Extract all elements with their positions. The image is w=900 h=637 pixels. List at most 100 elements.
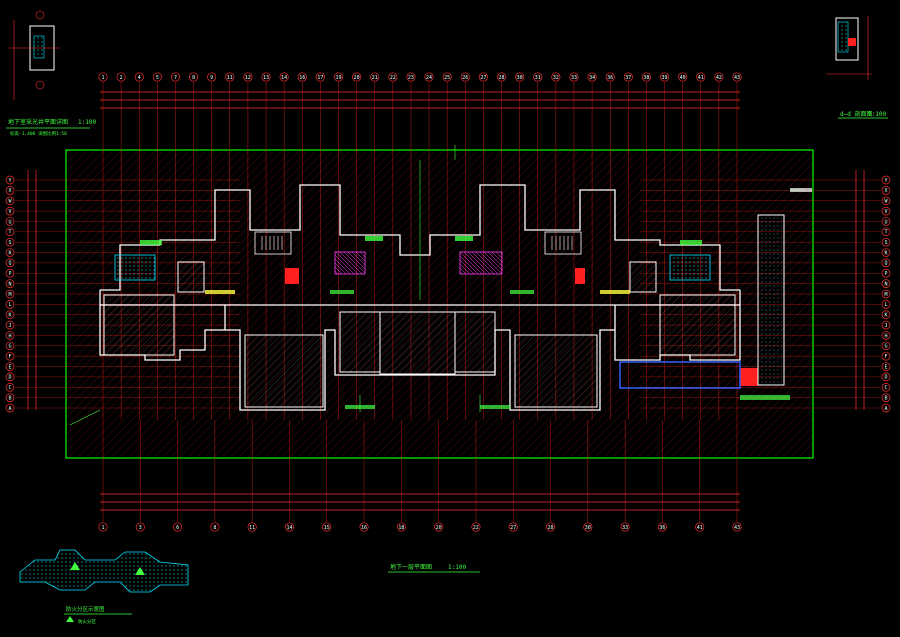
grid-bottom-label: 15: [324, 525, 330, 531]
grid-top-bubble: [533, 72, 543, 82]
grid-right-label: Q: [884, 261, 887, 267]
grid-right-label: V: [884, 209, 887, 215]
grid-left-label: V: [8, 209, 11, 215]
grid-left-label: T: [8, 230, 11, 236]
grid-left-bubble: [5, 217, 15, 226]
grid-bottom-bubble: [284, 522, 295, 532]
grid-bottom-bubble: [210, 522, 220, 532]
grid-right-label: B: [884, 395, 887, 401]
grid-bottom-label: 14: [286, 525, 292, 531]
grid-left-bubble: [5, 403, 15, 413]
grid-bottom-bubble: [396, 522, 406, 532]
grid-left-bubble: [5, 279, 15, 288]
grid-left-label: X: [8, 188, 11, 194]
grid-bottom-bubble: [359, 522, 369, 532]
grid-right-label: K: [884, 313, 887, 319]
grid-right-label: X: [884, 188, 887, 194]
grid-bottom-bubble: [583, 522, 593, 532]
grid-top-bubble: [714, 72, 724, 82]
grid-top-label: 34: [589, 75, 595, 81]
grid-top-bubble: [424, 72, 434, 82]
grid-left-label: A: [8, 406, 11, 412]
grid-right-label: A: [884, 406, 887, 412]
grid-top-bubble: [98, 72, 108, 82]
grid-top-bubble: [515, 72, 525, 82]
key-plan: [19, 549, 189, 622]
detail-right: [826, 16, 888, 119]
grid-top-bubble: [189, 72, 199, 82]
grid-right-label: P: [884, 271, 887, 277]
grid-right-label: N: [884, 281, 887, 287]
grid-bottom-label: 3: [139, 525, 142, 531]
grid-left-label: F: [8, 354, 11, 360]
grid-right-bubble: [881, 331, 891, 340]
grid-bottom-label: 6: [176, 525, 179, 531]
main-title: 地下一层平面图: [390, 563, 432, 571]
grid-left-bubble: [5, 237, 15, 247]
grid-top-label: 22: [390, 75, 396, 81]
grid-left-label: U: [8, 219, 11, 225]
grid-right-bubble: [881, 382, 891, 392]
grid-top-label: 12: [245, 75, 251, 81]
grid-bottom-bubble: [135, 522, 145, 532]
grid-right-bubble: [881, 186, 891, 195]
grid-top-bubble: [696, 72, 706, 82]
grid-left-bubble: [5, 362, 15, 371]
grid-right-bubble: [881, 310, 891, 320]
grid-right-bubble: [881, 196, 891, 206]
grid-right-label: U: [884, 219, 887, 225]
grid-top-label: 38: [643, 75, 649, 81]
grid-right-bubble: [881, 403, 891, 413]
grid-top-label: 37: [625, 75, 631, 81]
grid-left-label: S: [8, 240, 11, 246]
grid-left-bubble: [5, 382, 15, 392]
grid-left-bubble: [5, 320, 15, 330]
grid-right-bubble: [881, 300, 891, 309]
grid-right-label: Y: [884, 178, 887, 184]
grid-top-label: 14: [281, 75, 287, 81]
grid-top-bubble: [605, 72, 615, 82]
grid-top-bubble: [370, 72, 380, 82]
grid-right-label: S: [884, 240, 887, 246]
detail-left-title: 地下室采光井平面详图: [8, 118, 68, 126]
grid-bottom-label: 11: [249, 525, 255, 531]
grid-right-bubble: [881, 258, 891, 268]
grid-top-label: 30: [517, 75, 523, 81]
grid-top-bubble: [170, 72, 181, 82]
grid-top-bubble: [406, 72, 416, 82]
grid-top-bubble: [225, 72, 235, 82]
grid-right-label: H: [884, 333, 887, 339]
grid-bottom-bubble: [508, 522, 518, 532]
grid-right-bubble: [881, 237, 891, 247]
grid-left-label: L: [8, 302, 11, 308]
grid-bottom-bubble: [620, 522, 630, 532]
grid-top-label: 32: [553, 75, 559, 81]
keyplan-title: 防火分区示意图: [66, 605, 105, 613]
grid-left-bubble: [5, 258, 15, 268]
grid-bottom-label: 1: [101, 525, 104, 531]
hatched-rooms: [103, 261, 736, 408]
grid-top-label: 7: [174, 75, 177, 81]
grid-left-label: M: [8, 292, 11, 298]
grid-top-bubble: [460, 72, 470, 82]
main-scale: 1:100: [448, 564, 466, 571]
grid-left-bubble: [5, 341, 15, 351]
detail-left: [6, 10, 90, 129]
grid-left-label: C: [8, 385, 11, 391]
grid-right-bubble: [881, 227, 891, 237]
grid-left-label: N: [8, 281, 11, 287]
grid-bottom-bubble: [322, 522, 332, 532]
grid-top-label: 39: [662, 75, 668, 81]
grid-bottom-label: 33: [622, 525, 628, 531]
detail-left-scale: 1:100: [78, 119, 96, 126]
grid-top-bubble: [732, 72, 742, 82]
grid-top-label: 31: [535, 75, 541, 81]
grid-right-bubble: [881, 279, 891, 288]
grid-right-bubble: [881, 320, 891, 330]
grid-top-label: 25: [444, 75, 450, 81]
grid-top-bubble: [587, 72, 597, 82]
grid-bottom-bubble: [545, 522, 556, 532]
grid-top-bubble: [442, 72, 452, 82]
grid-bottom-bubble: [695, 522, 705, 532]
